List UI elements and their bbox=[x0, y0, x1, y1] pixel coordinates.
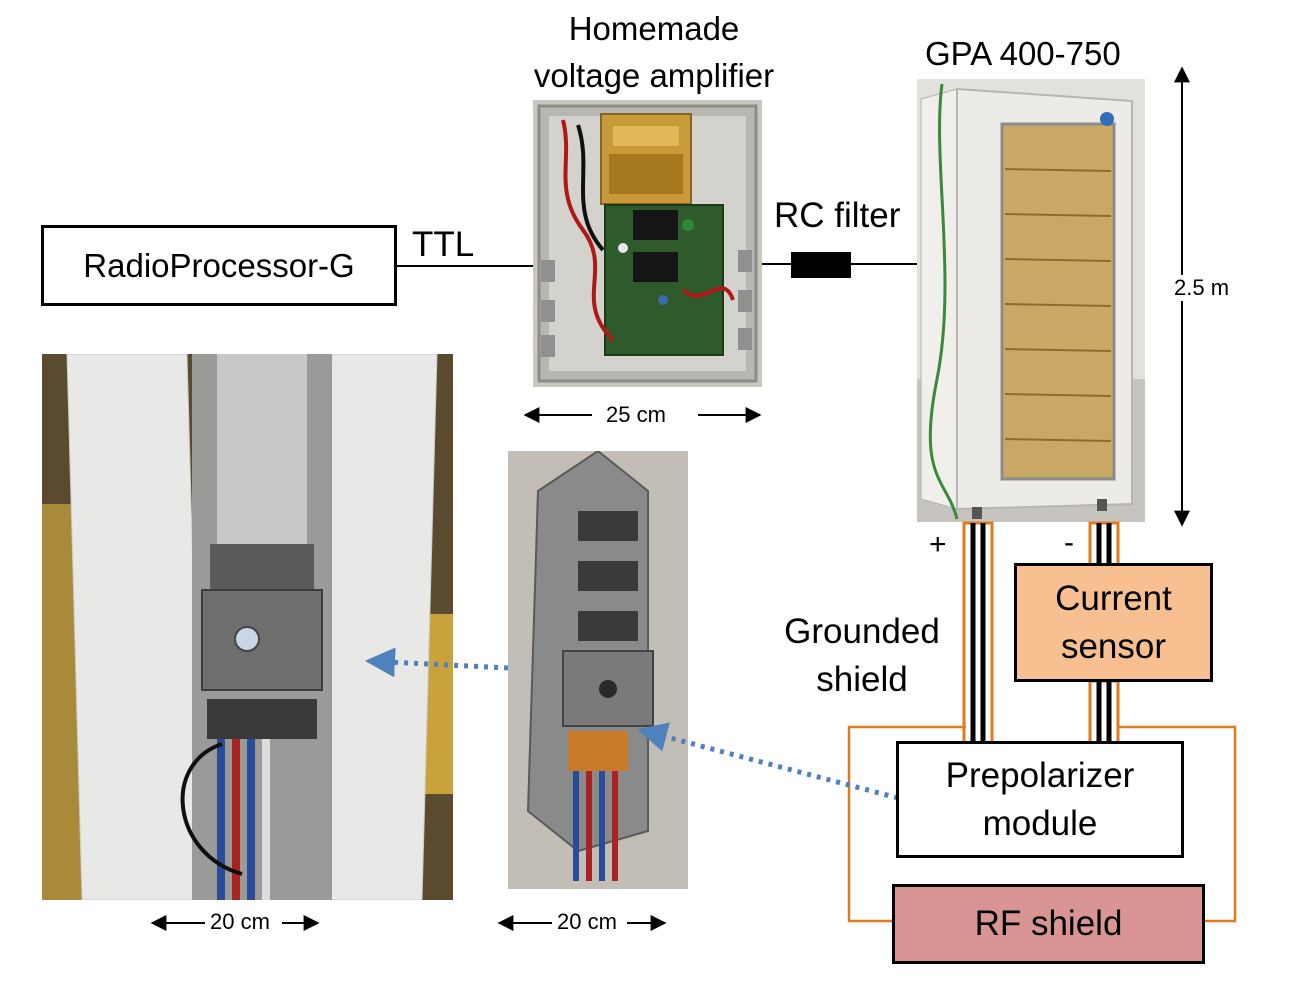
shield-ground-left bbox=[847, 725, 966, 923]
amplifier-photo bbox=[533, 100, 762, 387]
rc-filter-label: RC filter bbox=[774, 196, 901, 235]
positive-cable bbox=[962, 521, 994, 745]
prepolarizer-box: Prepolarizer module bbox=[896, 741, 1184, 858]
minus-label: - bbox=[1064, 526, 1074, 559]
gpa-cabinet-photo bbox=[917, 79, 1145, 522]
negative-cable-upper bbox=[1088, 521, 1120, 567]
current-sensor-box: Current sensor bbox=[1014, 563, 1213, 682]
shield-ground-right bbox=[1117, 725, 1237, 923]
height-dimension-label: 2.5 m bbox=[1172, 275, 1232, 301]
grounded-shield-line2: shield bbox=[816, 660, 908, 699]
prepolarizer-module-photo bbox=[508, 451, 688, 889]
rf-shield-box: RF shield bbox=[892, 884, 1205, 964]
gpa-title: GPA 400-750 bbox=[925, 35, 1121, 72]
dotted-arrow-to-installed bbox=[365, 647, 509, 678]
negative-cable-lower bbox=[1088, 679, 1120, 745]
amplifier-drawing bbox=[537, 104, 758, 383]
gpa-cabinet-drawing bbox=[917, 79, 1145, 522]
prepolarizer-label-line2: module bbox=[982, 803, 1098, 843]
installed-module-drawing bbox=[42, 354, 453, 900]
radioprocessor-box: RadioProcessor-G bbox=[41, 225, 397, 306]
rf-shield-label: RF shield bbox=[974, 904, 1123, 943]
plus-label: + bbox=[929, 528, 947, 561]
dotted-arrow-to-module bbox=[637, 722, 899, 801]
installed-module-photo bbox=[42, 354, 453, 900]
grounded-shield-line1: Grounded bbox=[784, 612, 940, 651]
current-sensor-label-line2: sensor bbox=[1060, 626, 1167, 666]
amp-width-label: 25 cm bbox=[606, 402, 666, 427]
rc-filter-element bbox=[791, 252, 851, 278]
mid-photo-dim-label: 20 cm bbox=[557, 909, 617, 934]
radioprocessor-label: RadioProcessor-G bbox=[83, 246, 355, 284]
prepolarizer-module-drawing bbox=[508, 451, 688, 889]
current-sensor-label-line1: Current bbox=[1055, 578, 1172, 618]
prepolarizer-label-line1: Prepolarizer bbox=[945, 755, 1135, 795]
amplifier-title-line1: Homemade bbox=[568, 10, 740, 47]
left-photo-dim-label: 20 cm bbox=[210, 909, 270, 934]
amplifier-title-line2: voltage amplifier bbox=[533, 57, 775, 94]
ttl-label: TTL bbox=[412, 225, 475, 264]
